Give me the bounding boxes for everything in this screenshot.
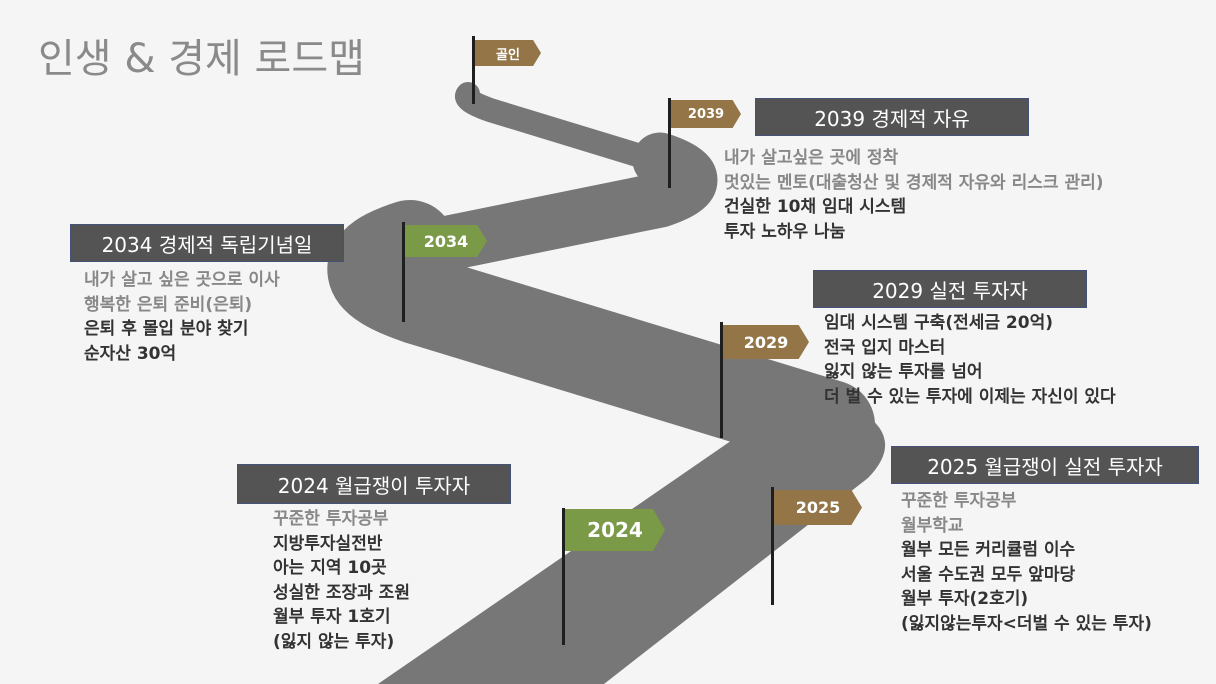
list-2034: 내가 살고 싶은 곳으로 이사 행복한 은퇴 준비(은퇴) 은퇴 후 몰입 분야… xyxy=(84,268,280,366)
list-item: 월부 모든 커리큘럼 이수 xyxy=(901,540,1076,560)
list-2029: 임대 시스템 구축(전세금 20억) 전국 입지 마스터 잃지 않는 투자를 넘… xyxy=(824,311,1116,409)
goal-flag: 골인 xyxy=(475,40,541,66)
list-item: 더 벌 수 있는 투자에 이제는 자신이 있다 xyxy=(824,386,1116,407)
list-item: 꾸준한 투자공부 xyxy=(273,509,389,529)
list-item: 서울 수도권 모두 앞마당 xyxy=(901,564,1076,585)
road-segment xyxy=(455,82,692,180)
list-item: 성실한 조장과 조원 xyxy=(273,582,410,603)
list-item: 건실한 10채 임대 시스템 xyxy=(724,197,907,217)
list-item: 은퇴 후 몰입 분야 찾기 xyxy=(84,319,249,339)
list-item: 순자산 30억 xyxy=(84,343,177,364)
list-2024: 꾸준한 투자공부 지방투자실전반 아는 지역 10곳 성실한 조장과 조원 월부… xyxy=(273,507,410,654)
list-item: 월부 투자(2호기) xyxy=(901,589,1029,609)
list-item: 내가 살고 싶은 곳으로 이사 xyxy=(84,270,280,290)
flag-pole xyxy=(402,222,405,322)
flag-pole xyxy=(472,36,475,104)
list-item: 투자 노하우 나눔 xyxy=(724,221,846,242)
list-2025: 꾸준한 투자공부 월부학교 월부 모든 커리큘럼 이수 서울 수도권 모두 앞마… xyxy=(901,489,1152,636)
header-2025: 2025 월급쟁이 실전 투자자 xyxy=(891,446,1199,484)
list-2039: 내가 살고싶은 곳에 정착 멋있는 멘토(대출청산 및 경제적 자유와 리스크 … xyxy=(724,146,1104,244)
list-item: 지방투자실전반 xyxy=(273,533,383,554)
list-item: 멋있는 멘토(대출청산 및 경제적 자유와 리스크 관리) xyxy=(724,172,1104,193)
flag-pole xyxy=(720,322,723,438)
flag-2024: 2024 xyxy=(565,509,665,551)
flag-pole xyxy=(668,98,671,188)
list-item: 월부 투자 1호기 xyxy=(273,607,391,627)
flag-pole xyxy=(562,508,565,645)
flag-2025: 2025 xyxy=(774,490,862,525)
flag-2039: 2039 xyxy=(671,100,741,128)
list-item: 전국 입지 마스터 xyxy=(824,337,946,358)
list-item: 잃지 않는 투자를 넘어 xyxy=(824,362,983,382)
flag-pole xyxy=(771,487,774,605)
flag-2034: 2034 xyxy=(405,225,487,257)
list-item: 내가 살고싶은 곳에 정착 xyxy=(724,148,899,168)
list-item: (잃지 않는 투자) xyxy=(273,631,395,652)
list-item: 월부학교 xyxy=(901,515,964,536)
header-2039: 2039 경제적 자유 xyxy=(755,98,1029,136)
header-2029: 2029 실전 투자자 xyxy=(813,270,1087,308)
list-item: 아는 지역 10곳 xyxy=(273,558,387,578)
header-2034: 2034 경제적 독립기념일 xyxy=(70,224,344,262)
list-item: (잃지않는투자<더벌 수 있는 투자) xyxy=(901,613,1152,634)
list-item: 임대 시스템 구축(전세금 20억) xyxy=(824,313,1053,333)
flag-2029: 2029 xyxy=(723,325,809,359)
list-item: 꾸준한 투자공부 xyxy=(901,491,1017,511)
header-2024: 2024 월급쟁이 투자자 xyxy=(237,464,511,504)
page-title: 인생 & 경제 로드맵 xyxy=(38,36,365,82)
list-item: 행복한 은퇴 준비(은퇴) xyxy=(84,294,253,315)
